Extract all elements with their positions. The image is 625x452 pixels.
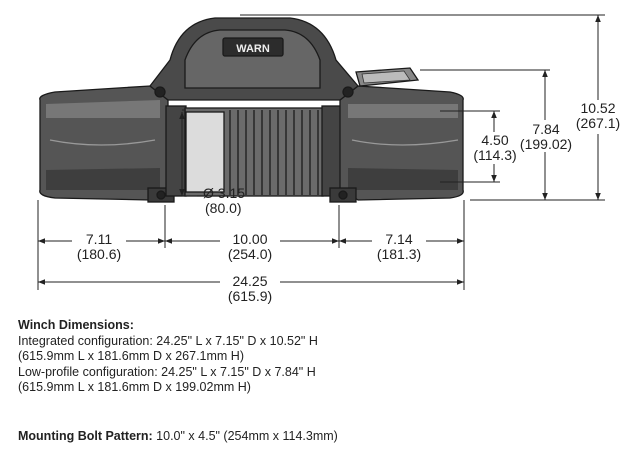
right-length-in: 7.14	[385, 231, 412, 247]
mounting-bolt-pattern: Mounting Bolt Pattern: 10.0" x 4.5" (254…	[18, 429, 338, 443]
drum-diameter-mm: (80.0)	[205, 200, 242, 216]
mid-length-in: 10.00	[232, 231, 267, 247]
integrated-config-metric-line: (615.9mm L x 181.6mm D x 267.1mm H)	[18, 349, 244, 363]
mounting-bolt-pattern-value: 10.0" x 4.5" (254mm x 114.3mm)	[152, 429, 338, 443]
winch-dimension-drawing: WARN 7.11 (180.6) 10.00 (	[37, 14, 621, 304]
left-length-mm: (180.6)	[77, 246, 121, 262]
low-profile-config-line: Low-profile configuration: 24.25" L x 7.…	[18, 364, 316, 379]
winch-dimensions-heading: Winch Dimensions:	[18, 318, 134, 332]
left-length-in: 7.11	[86, 231, 112, 247]
mounting-bolt-pattern-label: Mounting Bolt Pattern:	[18, 429, 153, 443]
bolt-height-mm: (114.3)	[473, 147, 516, 163]
winch-dimensions-block: Winch Dimensions: Integrated configurati…	[18, 318, 318, 396]
warn-logo: WARN	[236, 43, 270, 55]
drum-diameter-in: Ø 3.15	[203, 185, 245, 201]
cable-wraps	[229, 110, 319, 195]
overall-height-in: 10.52	[580, 100, 615, 116]
low-profile-height-mm: (199.02)	[520, 136, 572, 152]
total-length-mm: (615.9)	[228, 288, 272, 304]
overall-height-mm: (267.1)	[576, 115, 620, 131]
mid-length-mm: (254.0)	[228, 246, 272, 262]
right-length-mm: (181.3)	[377, 246, 421, 262]
low-profile-config-metric-line: (615.9mm L x 181.6mm D x 199.02mm H)	[18, 380, 251, 394]
total-length-in: 24.25	[232, 273, 267, 289]
integrated-config-line: Integrated configuration: 24.25" L x 7.1…	[18, 333, 318, 348]
low-profile-height-in: 7.84	[532, 121, 559, 137]
bolt-height-in: 4.50	[481, 132, 508, 148]
